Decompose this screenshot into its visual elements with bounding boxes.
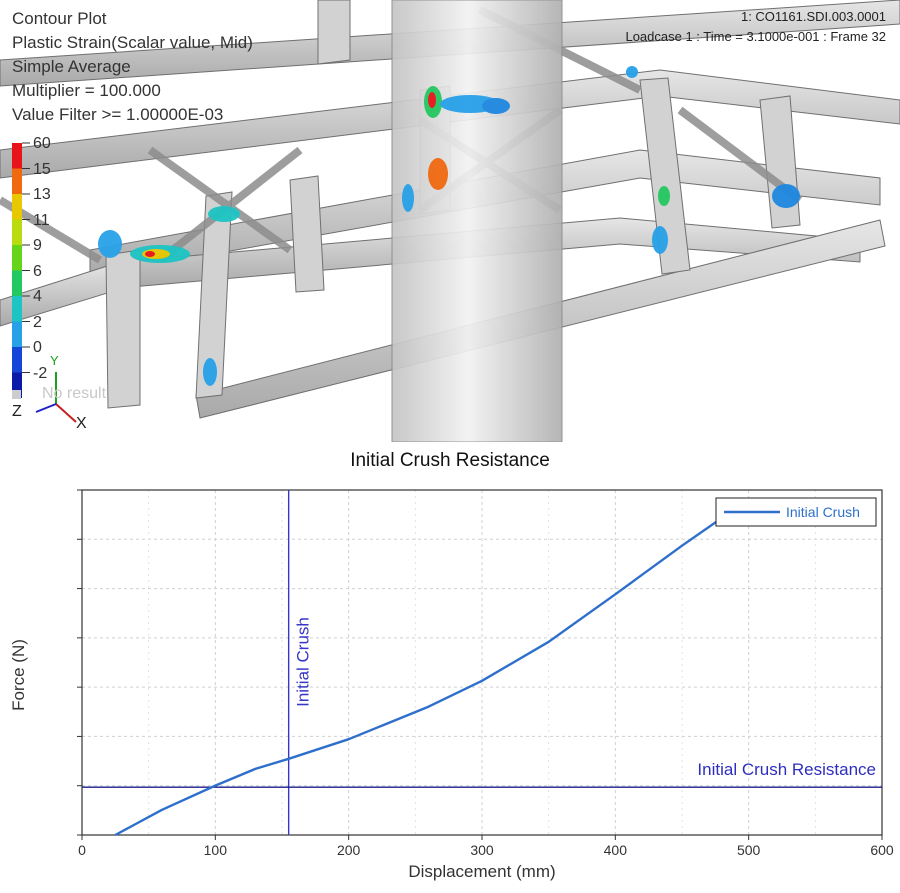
legend-label-9: -2 bbox=[33, 364, 48, 382]
legend-swatch-4 bbox=[12, 245, 22, 271]
hud-line-2: Simple Average bbox=[12, 57, 131, 76]
coordinate-triad-icon bbox=[35, 372, 77, 423]
pole bbox=[391, 0, 563, 442]
triad-z-label: Z bbox=[12, 403, 22, 420]
hud-line-4: Value Filter >= 1.00000E-03 bbox=[12, 105, 224, 124]
legend-swatch-5 bbox=[12, 270, 22, 296]
legend-swatch-0 bbox=[12, 143, 22, 169]
x-tick-label-0: 0 bbox=[78, 842, 86, 858]
legend-entry-label: Initial Crush bbox=[786, 504, 860, 520]
legend-label-8: 0 bbox=[33, 339, 42, 356]
chart-panel: Initial Crush Resistance 0 100 200 300 400 50… bbox=[0, 442, 900, 888]
legend-label-1: 15 bbox=[33, 160, 51, 178]
chart-title: Initial Crush Resistance bbox=[350, 450, 550, 471]
legend-label-2: 13 bbox=[33, 186, 51, 203]
legend-swatch-9 bbox=[12, 372, 22, 398]
hud-line-3: Multiplier = 100.000 bbox=[12, 81, 161, 100]
legend-label-0: 60 bbox=[33, 135, 51, 152]
no-result-swatch bbox=[12, 390, 21, 399]
legend-swatch-2 bbox=[12, 194, 22, 220]
y-axis-label: Force (N) bbox=[9, 639, 28, 711]
x-tick-label-200: 200 bbox=[337, 842, 361, 858]
hud-line-0: Contour Plot bbox=[12, 9, 107, 28]
legend-swatch-1 bbox=[12, 168, 22, 194]
horizontal-marker-label: Initial Crush Resistance bbox=[697, 760, 876, 779]
structure-render bbox=[0, 0, 900, 442]
vertical-marker-label: Initial Crush bbox=[294, 617, 313, 707]
series-line-0 bbox=[114, 507, 736, 837]
x-tick-label-300: 300 bbox=[470, 842, 494, 858]
x-tick-label-400: 400 bbox=[604, 842, 628, 858]
legend-label-4: 9 bbox=[33, 237, 42, 254]
triad-y-label: Y bbox=[50, 353, 59, 368]
loadcase-label: Loadcase 1 : Time = 3.1000e-001 : Frame … bbox=[625, 29, 886, 44]
legend-swatch-3 bbox=[12, 219, 22, 245]
hud-line-1: Plastic Strain(Scalar value, Mid) bbox=[12, 33, 253, 52]
x-tick-label-600: 600 bbox=[870, 842, 894, 858]
strain-hotspots bbox=[98, 66, 800, 386]
plot-frame bbox=[81, 489, 883, 836]
no-result-label: No result bbox=[42, 385, 107, 402]
triad-x-label: X bbox=[76, 415, 87, 432]
x-axis-label: Displacement (mm) bbox=[408, 862, 555, 881]
legend-label-6: 4 bbox=[33, 288, 42, 305]
legend-swatch-6 bbox=[12, 296, 22, 322]
legend-label-3: 11 bbox=[33, 211, 50, 229]
legend-label-5: 6 bbox=[33, 262, 42, 280]
legend-swatch-8 bbox=[12, 347, 22, 373]
legend-swatch-7 bbox=[12, 321, 22, 347]
legend-label-7: 2 bbox=[33, 313, 42, 331]
file-label: 1: CO1161.SDI.003.0001 bbox=[740, 9, 886, 24]
x-tick-label-100: 100 bbox=[204, 842, 228, 858]
contour-legend-bar bbox=[12, 142, 30, 398]
x-tick-label-500: 500 bbox=[737, 842, 761, 858]
